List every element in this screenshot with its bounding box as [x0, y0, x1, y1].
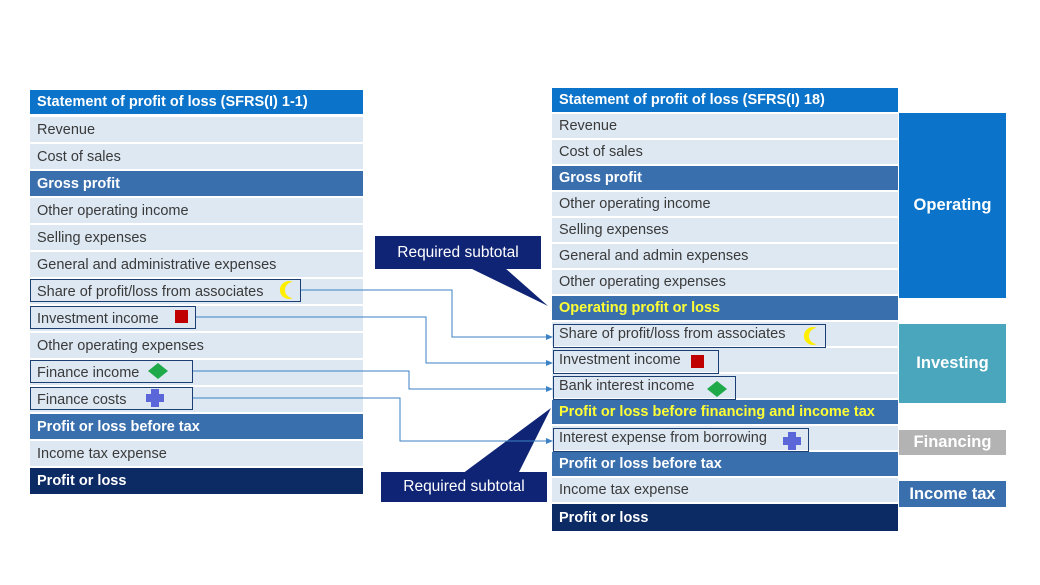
left-row-gross-profit: Gross profit — [30, 171, 363, 198]
left-red-square-icon — [175, 310, 188, 323]
left-row-finance-costs: Finance costs — [30, 387, 363, 414]
left-diamond-icon — [148, 363, 168, 379]
left-row-other-operating-expenses: Other operating expenses — [30, 333, 363, 360]
right-row-general-admin-expenses: General and admin expenses — [552, 244, 898, 270]
left-row-income-tax-expense: Income tax expense — [30, 441, 363, 468]
left-cross-icon — [146, 389, 164, 407]
right-row-profit-before-tax: Profit or loss before tax — [552, 452, 898, 478]
right-row-other-operating-income: Other operating income — [552, 192, 898, 218]
left-table-header: Statement of profit of loss (SFRS(I) 1-1… — [30, 90, 363, 116]
left-row-finance-income: Finance income — [30, 360, 363, 387]
connector-associates — [301, 289, 548, 338]
left-crescent-icon — [279, 281, 293, 299]
left-statement-table: Statement of profit of loss (SFRS(I) 1-1… — [30, 90, 363, 494]
right-row-profit-before-financing: Profit or loss before financing and inco… — [552, 400, 898, 426]
connector-finance-income — [193, 370, 548, 390]
left-associates-box — [30, 279, 301, 302]
right-row-investment-income: Investment income — [552, 348, 898, 374]
left-row-profit-or-loss: Profit or loss — [30, 468, 363, 494]
category-financing: Financing — [899, 430, 1006, 455]
right-crescent-icon — [803, 327, 817, 346]
right-row-selling-expenses: Selling expenses — [552, 218, 898, 244]
connector-finance-income-arrow — [546, 386, 553, 392]
right-cross-icon — [783, 432, 801, 450]
left-row-selling-expenses: Selling expenses — [30, 225, 363, 252]
left-row-general-admin-expenses: General and administrative expenses — [30, 252, 363, 279]
right-diamond-icon — [707, 381, 727, 397]
left-row-cost-of-sales: Cost of sales — [30, 144, 363, 171]
right-investment-box — [553, 350, 719, 374]
connector-investment — [196, 316, 548, 364]
left-row-revenue: Revenue — [30, 117, 363, 144]
right-bank-interest-box — [553, 376, 736, 400]
right-table-header: Statement of profit of loss (SFRS(I) 18) — [552, 88, 898, 114]
left-investment-box — [30, 306, 196, 329]
category-income-tax: Income tax — [899, 481, 1006, 507]
right-row-other-operating-expenses: Other operating expenses — [552, 270, 898, 296]
right-row-cost-of-sales: Cost of sales — [552, 140, 898, 166]
right-row-operating-profit: Operating profit or loss — [552, 296, 898, 322]
category-investing: Investing — [899, 324, 1006, 403]
right-row-revenue: Revenue — [552, 114, 898, 140]
right-row-profit-or-loss: Profit or loss — [552, 504, 898, 531]
right-row-bank-interest-income: Bank interest income — [552, 374, 898, 400]
right-associates-box — [553, 324, 826, 348]
connector-finance-costs — [193, 397, 548, 442]
callout-required-subtotal-bottom: Required subtotal — [381, 472, 547, 502]
right-row-interest-expense: Interest expense from borrowing — [552, 426, 898, 452]
right-row-share-associates: Share of profit/loss from associates — [552, 322, 898, 348]
left-finance-costs-box — [30, 387, 193, 410]
callout-top-pointer — [470, 268, 548, 306]
right-row-income-tax-expense: Income tax expense — [552, 478, 898, 504]
connector-investment-arrow — [546, 360, 553, 366]
right-red-square-icon — [691, 355, 704, 368]
connector-finance-costs-arrow — [546, 438, 553, 444]
right-statement-table: Statement of profit of loss (SFRS(I) 18)… — [552, 88, 898, 531]
category-operating: Operating — [899, 113, 1006, 298]
connector-associates-arrow — [546, 334, 553, 340]
left-finance-income-box — [30, 360, 193, 383]
callout-required-subtotal-top: Required subtotal — [375, 236, 541, 269]
right-interest-expense-box — [553, 428, 809, 452]
left-row-profit-before-tax: Profit or loss before tax — [30, 414, 363, 441]
left-row-other-operating-income: Other operating income — [30, 198, 363, 225]
right-row-gross-profit: Gross profit — [552, 166, 898, 192]
